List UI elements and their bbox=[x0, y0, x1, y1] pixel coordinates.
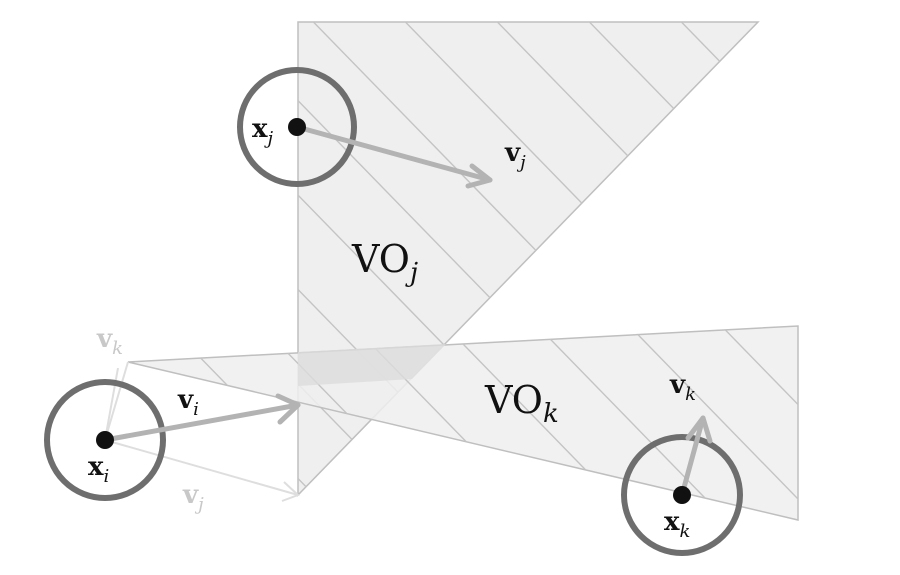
velocity-j-label: vj bbox=[504, 138, 526, 173]
vo-j-hatch-line bbox=[844, 0, 900, 575]
vj-ghost-arrowhead-icon bbox=[281, 481, 300, 502]
vo-j-hatch-line bbox=[567, 22, 758, 495]
velocity-j-arrowhead-icon bbox=[465, 163, 493, 189]
velocity-k-arrowhead-icon bbox=[685, 415, 713, 444]
velocity-k-arrow bbox=[679, 415, 706, 498]
vo-k-hatch-line bbox=[0, 0, 44, 575]
velocity-i-label: vi bbox=[177, 385, 199, 420]
relative-velocity-k-label: vk bbox=[96, 324, 123, 359]
agent-k-disc-icon bbox=[673, 486, 691, 504]
agent-i-label: xi bbox=[88, 452, 109, 487]
vo-overlap-region bbox=[298, 344, 446, 386]
agent-j-circle bbox=[237, 67, 357, 187]
vo-k-hatch-line bbox=[128, 326, 321, 520]
relative-velocity-j-label: vj bbox=[182, 480, 204, 515]
agent-k-label: xk bbox=[664, 507, 690, 542]
velocity-i-arrow bbox=[102, 402, 301, 443]
agent-i-disc-icon bbox=[96, 431, 114, 449]
vo-j-hatch-line bbox=[298, 22, 393, 495]
agent-j-label: xj bbox=[252, 114, 274, 149]
velocity-j-arrow bbox=[294, 124, 493, 183]
vo-j-label: VOj bbox=[351, 237, 418, 288]
vk-ghost-line bbox=[104, 361, 129, 441]
agent-j-disc-icon bbox=[288, 118, 306, 136]
vo-k-hatch-line bbox=[311, 326, 798, 520]
vo-k-hatch-line bbox=[864, 0, 900, 575]
relative-velocity-construction bbox=[104, 361, 300, 502]
agent-i-circle bbox=[44, 379, 166, 501]
velocity-i-arrowhead-icon bbox=[275, 393, 301, 425]
vo-k-label: VOk bbox=[484, 378, 559, 429]
velocity-k-label: vk bbox=[669, 370, 696, 405]
agent-k-circle bbox=[621, 434, 743, 556]
vj-ghost-line bbox=[104, 439, 299, 496]
vo-k-hatch-line bbox=[128, 326, 137, 520]
